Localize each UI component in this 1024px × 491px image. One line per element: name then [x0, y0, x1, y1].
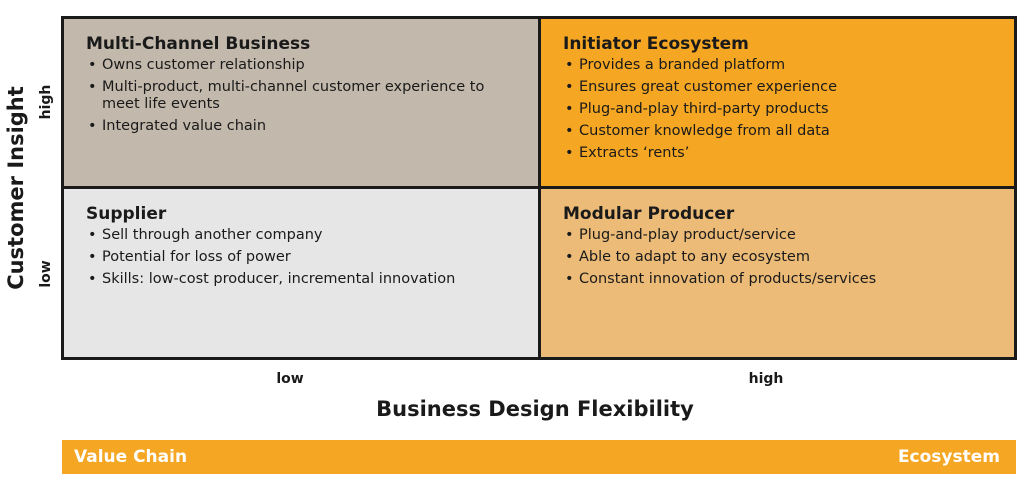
- quadrant-multi-channel-business: Multi-Channel Business Owns customer rel…: [64, 19, 541, 189]
- spectrum-right-label: Ecosystem: [897, 447, 1000, 467]
- x-axis-high-label: high: [748, 371, 784, 387]
- quadrant-title: Modular Producer: [563, 204, 735, 224]
- y-axis-title: Customer Insight: [4, 86, 28, 290]
- bullet-list: Owns customer relationship Multi-product…: [86, 57, 518, 135]
- bullet-item: Customer knowledge from all data: [563, 123, 994, 140]
- bullet-item: Owns customer relationship: [86, 57, 518, 74]
- bullet-item: Integrated value chain: [86, 118, 518, 135]
- bullet-item: Plug-and-play product/service: [563, 227, 994, 244]
- bullet-item: Provides a branded platform: [563, 57, 994, 74]
- bullet-item: Ensures great customer experience: [563, 79, 994, 96]
- quadrant-title: Supplier: [86, 204, 167, 224]
- bullet-item: Multi-product, multi-channel customer ex…: [86, 79, 518, 113]
- quadrant-modular-producer: Modular Producer Plug-and-play product/s…: [541, 189, 1014, 357]
- y-axis-high-label: high: [38, 84, 54, 120]
- bullet-item: Extracts ‘rents’: [563, 145, 994, 162]
- x-axis-title: Business Design Flexibility: [376, 397, 694, 421]
- bullet-list: Provides a branded platform Ensures grea…: [563, 57, 994, 162]
- quadrant-title: Multi-Channel Business: [86, 34, 311, 54]
- y-axis-low-label: low: [38, 260, 54, 288]
- x-axis-low-label: low: [276, 371, 304, 387]
- bullet-item: Constant innovation of products/services: [563, 271, 994, 288]
- bullet-item: Able to adapt to any ecosystem: [563, 249, 994, 266]
- bullet-item: Sell through another company: [86, 227, 518, 244]
- bullet-item: Plug-and-play third-party products: [563, 101, 994, 118]
- bullet-list: Sell through another company Potential f…: [86, 227, 518, 288]
- bullet-list: Plug-and-play product/service Able to ad…: [563, 227, 994, 288]
- quadrant-title: Initiator Ecosystem: [563, 34, 749, 54]
- spectrum-left-label: Value Chain: [74, 447, 188, 467]
- bullet-item: Potential for loss of power: [86, 249, 518, 266]
- quadrant-matrix: Multi-Channel Business Owns customer rel…: [61, 16, 1017, 360]
- bullet-item: Skills: low-cost producer, incremental i…: [86, 271, 518, 288]
- quadrant-initiator-ecosystem: Initiator Ecosystem Provides a branded p…: [541, 19, 1014, 189]
- value-chain-ecosystem-spectrum-bar: Value Chain Ecosystem: [62, 440, 1016, 474]
- quadrant-supplier: Supplier Sell through another company Po…: [64, 189, 541, 357]
